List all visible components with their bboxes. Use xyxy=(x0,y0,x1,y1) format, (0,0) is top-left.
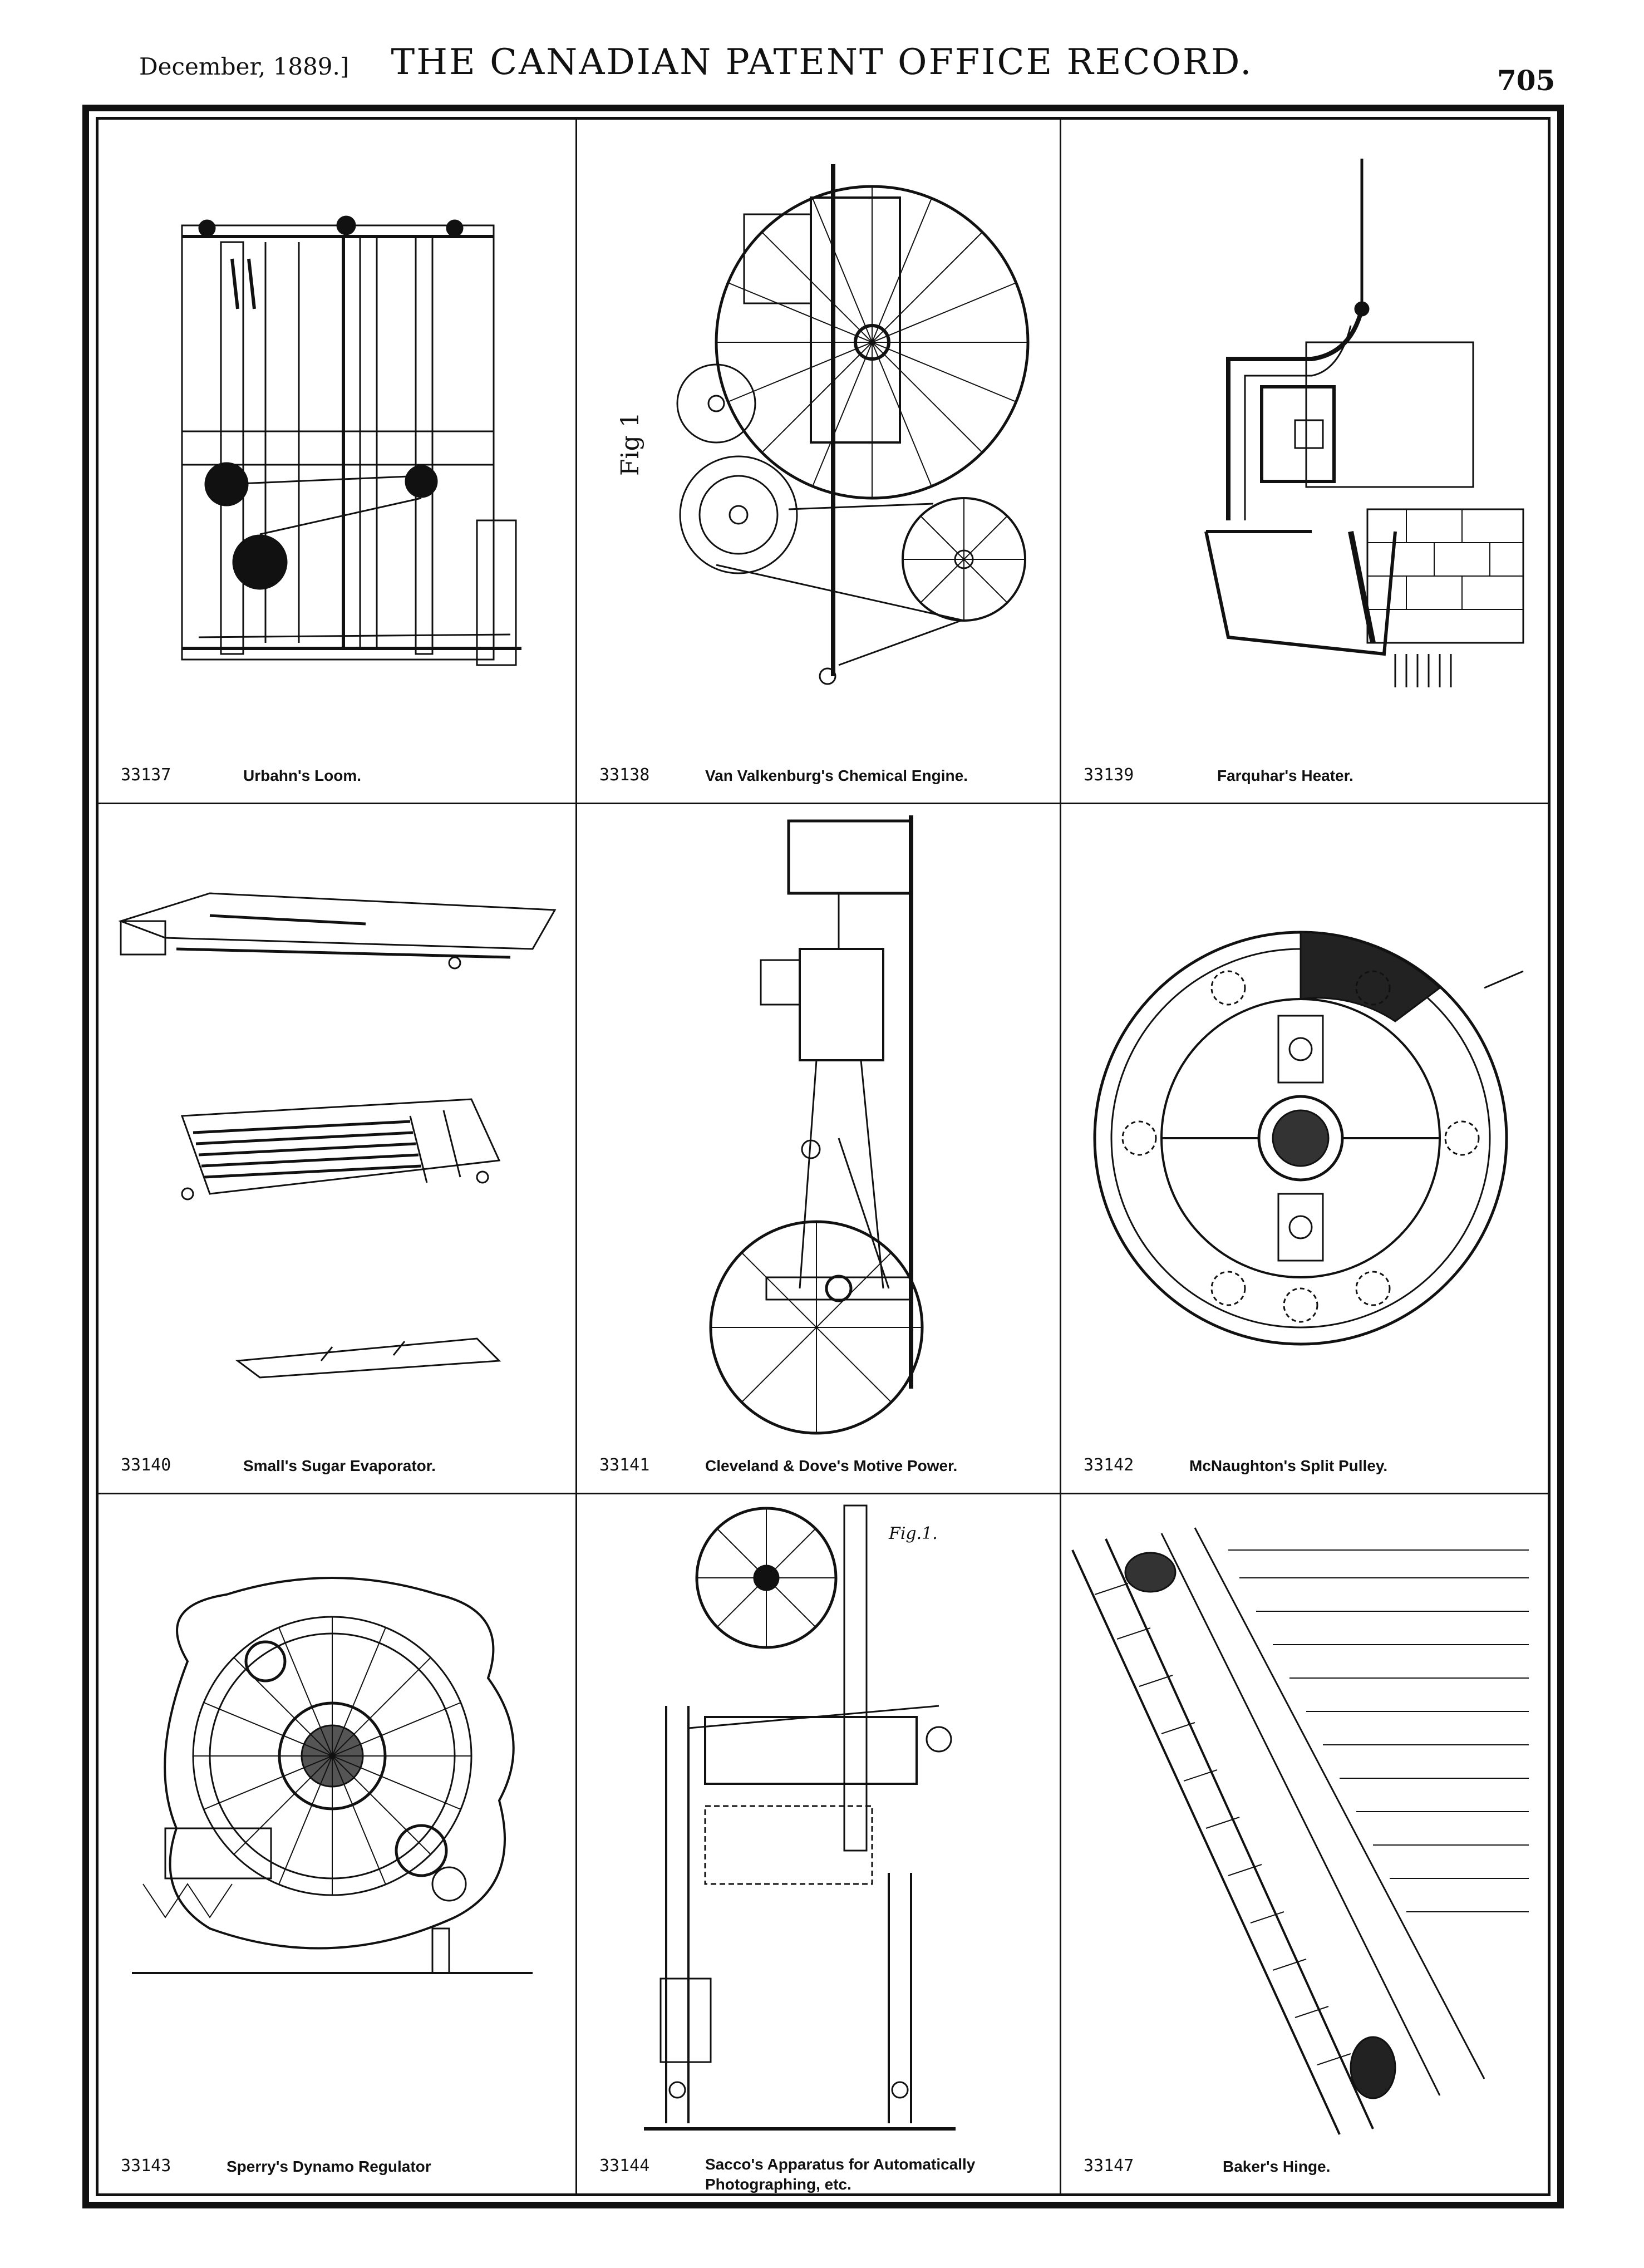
patent-figure-grid: 33137 Urbahn's Loom. xyxy=(99,120,1548,2193)
patent-number: 33137 xyxy=(121,765,171,785)
figure-cell-hinge: 33147 Baker's Hinge. xyxy=(1061,1494,1548,2193)
split-pulley-drawing xyxy=(1061,804,1548,1494)
patent-title: Baker's Hinge. xyxy=(1223,2158,1331,2175)
chemical-engine-drawing: Fig 1 xyxy=(616,120,1061,804)
issue-date: December, 1889.] xyxy=(139,53,350,80)
motive-power-drawing xyxy=(577,804,1061,1494)
patent-number: 33144 xyxy=(599,2156,650,2176)
heater-drawing xyxy=(1061,120,1548,804)
patent-number: 33138 xyxy=(599,765,650,785)
patent-number: 33147 xyxy=(1084,2156,1134,2176)
figure-cell-motive-power: 33141 Cleveland & Dove's Motive Power. xyxy=(577,804,1061,1494)
patent-number: 33143 xyxy=(121,2156,171,2176)
figure-cell-sugar-evaporator: 33140 Small's Sugar Evaporator. xyxy=(99,804,577,1494)
outer-border xyxy=(82,105,1564,2208)
patent-number: 33142 xyxy=(1084,1455,1134,1475)
patent-title: Sperry's Dynamo Regulator xyxy=(227,2158,431,2175)
page-number: 705 xyxy=(1497,64,1556,97)
hinge-drawing xyxy=(1061,1494,1548,2193)
patent-title: Farquhar's Heater. xyxy=(1217,767,1353,784)
publication-title: THE CANADIAN PATENT OFFICE RECORD. xyxy=(391,42,1253,83)
figure-cell-heater: 33139 Farquhar's Heater. xyxy=(1061,120,1548,804)
patent-title: Cleveland & Dove's Motive Power. xyxy=(705,1457,958,1474)
patent-title: Small's Sugar Evaporator. xyxy=(243,1457,436,1474)
figure-cell-dynamo-regulator: 33143 Sperry's Dynamo Regulator xyxy=(99,1494,577,2193)
page-header: December, 1889.] THE CANADIAN PATENT OFF… xyxy=(0,31,1644,97)
figure-cell-loom: 33137 Urbahn's Loom. xyxy=(99,120,577,804)
loom-drawing xyxy=(99,120,577,804)
patent-title: Van Valkenburg's Chemical Engine. xyxy=(705,767,968,784)
dynamo-regulator-drawing xyxy=(99,1494,577,2193)
photographing-apparatus-drawing: Fig.1. xyxy=(577,1494,1061,2193)
patent-title: Urbahn's Loom. xyxy=(243,767,361,784)
patent-number: 33141 xyxy=(599,1455,650,1475)
patent-number: 33140 xyxy=(121,1455,171,1475)
figure-cell-split-pulley: 33142 McNaughton's Split Pulley. xyxy=(1061,804,1548,1494)
figure-label: Fig.1. xyxy=(888,1524,938,1543)
sugar-evaporator-drawing xyxy=(99,804,577,1494)
patent-number: 33139 xyxy=(1084,765,1134,785)
figure-cell-photographing-apparatus: Fig.1. 33144 Sacco's Apparatus for Autom… xyxy=(577,1494,1061,2193)
patent-title: Sacco's Apparatus for Automatically Phot… xyxy=(705,2156,976,2193)
figure-label: Fig 1 xyxy=(616,412,644,476)
patent-title: McNaughton's Split Pulley. xyxy=(1189,1457,1388,1474)
figure-cell-chemical-engine: Fig 1 33138 Van Valkenburg's Chemical En… xyxy=(577,120,1061,804)
inner-border xyxy=(96,117,1551,2196)
